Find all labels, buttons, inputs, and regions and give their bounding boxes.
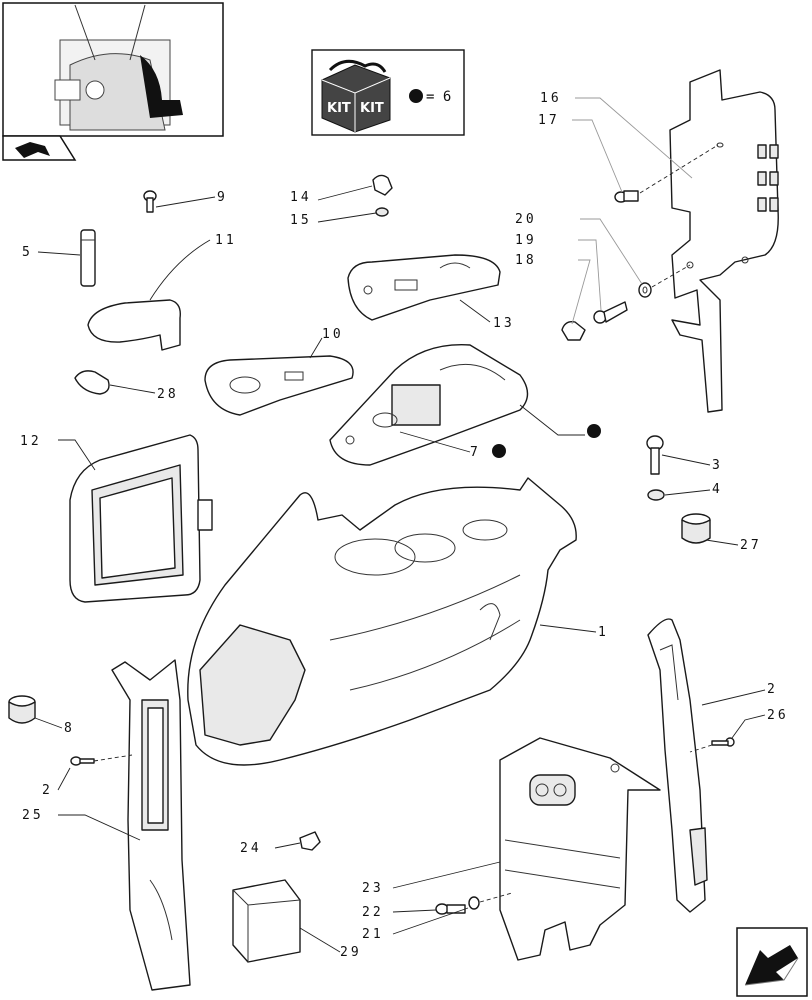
kit-marker-dot	[492, 444, 506, 458]
kit-marker-dot-2	[587, 424, 601, 438]
thumbnail-panel[interactable]	[2, 2, 224, 161]
part-2-screw[interactable]	[70, 756, 95, 766]
callout-13: 13	[493, 316, 515, 331]
part-5-spacer[interactable]	[80, 229, 96, 287]
part-4-nut[interactable]	[647, 489, 665, 501]
callout-8: 8	[64, 721, 75, 736]
kit-box-icon: KIT KIT	[321, 59, 391, 133]
callout-15: 15	[290, 213, 312, 228]
part-9-screw[interactable]	[143, 190, 157, 213]
callout-10: 10	[322, 327, 344, 342]
kit-legend-text: = 6	[426, 89, 451, 105]
tractor-cab-thumbnail-icon	[54, 4, 183, 131]
part-21-washer[interactable]	[468, 896, 480, 910]
callout-21: 21	[362, 927, 384, 942]
part-28-pad[interactable]	[74, 370, 110, 395]
prev-page-arrow-icon[interactable]	[15, 142, 50, 158]
part-15-washer[interactable]	[375, 207, 389, 217]
callout-9: 9	[217, 190, 228, 205]
next-page-button[interactable]	[736, 927, 808, 997]
part-22-screw[interactable]	[435, 903, 466, 915]
part-12-frame[interactable]	[69, 434, 213, 603]
callout-28: 28	[157, 387, 179, 402]
part-29-block[interactable]	[232, 879, 301, 963]
part-20-washer[interactable]	[638, 282, 652, 298]
part-17-screw[interactable]	[614, 190, 639, 203]
part-18-cap[interactable]	[561, 320, 586, 341]
callout-14: 14	[290, 190, 312, 205]
part-11-cover[interactable]	[87, 299, 181, 351]
callout-12: 12	[20, 434, 42, 449]
callout-24: 24	[240, 841, 262, 856]
callout-1: 1	[598, 625, 609, 640]
callout-22: 22	[362, 905, 384, 920]
callout-25: 25	[22, 808, 44, 823]
callout-16: 16	[540, 91, 562, 106]
callout-2a: 2	[42, 783, 53, 798]
callout-5: 5	[22, 245, 33, 260]
part-14-clip[interactable]	[372, 174, 393, 196]
callout-7: 7	[470, 445, 481, 460]
part-24-clip[interactable]	[299, 831, 321, 851]
callout-4: 4	[712, 482, 723, 497]
callout-3: 3	[712, 458, 723, 473]
kit-label-right: KIT	[360, 101, 384, 116]
callout-18: 18	[515, 253, 537, 268]
callout-26: 26	[767, 708, 789, 723]
part-13-panel[interactable]	[347, 254, 501, 321]
callout-23: 23	[362, 881, 384, 896]
callout-20: 20	[515, 212, 537, 227]
callout-17: 17	[538, 113, 560, 128]
part-27-grommet[interactable]	[681, 513, 711, 544]
part-2-right-pillar-trim[interactable]	[647, 618, 708, 913]
next-page-arrow-icon	[744, 945, 799, 986]
part-3-bolt[interactable]	[646, 435, 664, 475]
part-25-left-pillar-trim[interactable]	[111, 659, 191, 991]
part-8-cap[interactable]	[8, 695, 36, 724]
kit-legend: KIT KIT = 6	[311, 49, 465, 136]
part-23-lower-panel[interactable]	[499, 737, 661, 961]
callout-11: 11	[215, 233, 237, 248]
callout-19: 19	[515, 233, 537, 248]
part-26-screw[interactable]	[711, 737, 735, 747]
callout-2b: 2	[767, 682, 778, 697]
part-1-main-shroud[interactable]	[187, 477, 577, 766]
part-19-screw[interactable]	[593, 301, 628, 324]
part-16-column-panel[interactable]	[669, 69, 779, 413]
callout-27: 27	[740, 538, 762, 553]
part-10-panel[interactable]	[204, 355, 354, 416]
kit-label-left: KIT	[327, 101, 351, 116]
callout-29: 29	[340, 945, 362, 960]
kit-dot-icon	[409, 89, 423, 103]
part-7-console[interactable]	[329, 344, 529, 466]
